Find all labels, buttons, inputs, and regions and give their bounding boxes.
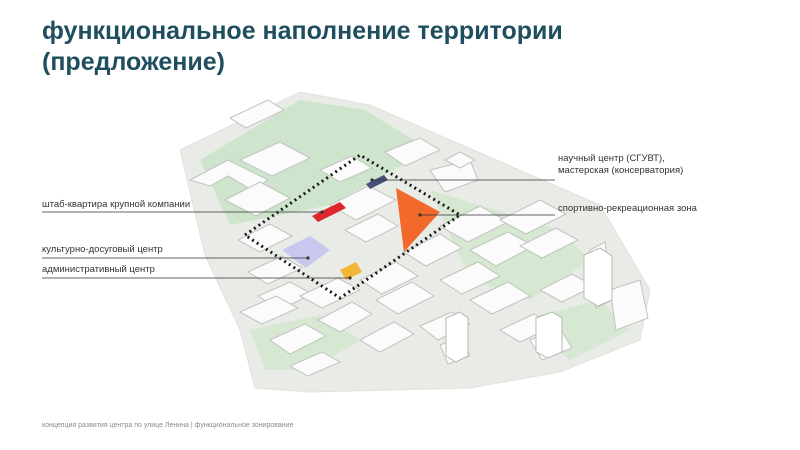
- sports-recreation-zone: [396, 188, 440, 252]
- title-line-2: (предложение): [42, 48, 225, 76]
- title-line-1: функциональное наполнение территории: [42, 17, 563, 45]
- label-admin-center: административный центр: [42, 264, 155, 275]
- building: [374, 281, 436, 315]
- cultural-center-area: [282, 236, 330, 268]
- leader-dot: [418, 213, 422, 217]
- building: [402, 233, 464, 267]
- building: [238, 295, 300, 325]
- building: [468, 281, 532, 315]
- building: [518, 227, 580, 259]
- admin-center-building: [340, 262, 362, 280]
- building: [383, 137, 442, 167]
- proposal-boundary: [242, 153, 463, 300]
- label-science-center: научный центр (СГУВТ), мастерская (консе…: [558, 153, 683, 177]
- building: [236, 223, 294, 253]
- building: [223, 181, 292, 217]
- footer-caption: концепция развития центра по улице Ленин…: [42, 422, 294, 429]
- label-science-center-line-1: научный центр (СГУВТ),: [558, 153, 665, 164]
- building: [268, 323, 328, 355]
- label-sports-zone: спортивно-рекреационная зона: [558, 203, 697, 214]
- building: [443, 151, 477, 169]
- leader-dot: [306, 256, 310, 260]
- building: [343, 213, 400, 243]
- tower: [535, 311, 563, 359]
- leader-lines: [42, 179, 555, 279]
- building: [288, 351, 342, 377]
- label-cultural-center: культурно-досуговый центр: [42, 244, 163, 255]
- building: [228, 99, 286, 129]
- tall-buildings: [445, 247, 613, 363]
- building: [238, 141, 312, 177]
- building: [358, 321, 416, 353]
- building: [609, 279, 649, 331]
- headquarters-building: [312, 202, 346, 222]
- building: [438, 261, 502, 295]
- tower: [445, 311, 469, 363]
- building: [246, 255, 304, 285]
- tower: [583, 247, 613, 307]
- building: [316, 301, 373, 333]
- leader-dot: [348, 276, 352, 280]
- science-center-building: [366, 175, 388, 189]
- page-title: функциональное наполнение территории (пр…: [42, 16, 682, 78]
- leader-dot: [370, 178, 374, 182]
- building: [358, 261, 420, 295]
- label-headquarters: штаб-квартира крупной компании: [42, 199, 191, 210]
- building: [328, 185, 398, 221]
- label-science-center-line-2: мастерская (консерватория): [558, 165, 684, 176]
- building: [498, 199, 568, 235]
- leader-dot: [320, 210, 324, 214]
- leader-dots: [306, 178, 422, 280]
